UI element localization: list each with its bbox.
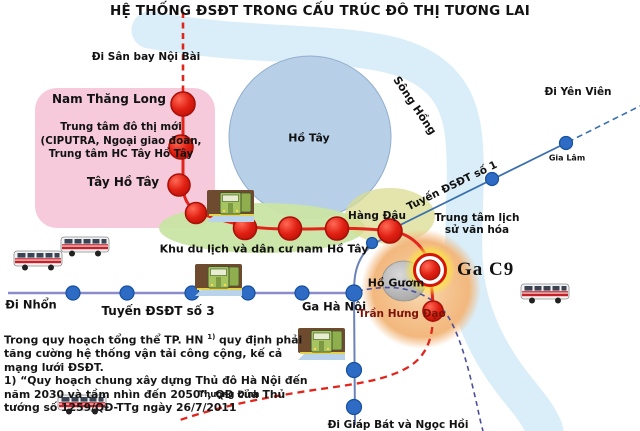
metro-line1-solid	[391, 142, 567, 230]
train-icon	[194, 263, 243, 297]
ho-tay-lake-label: Hồ Tây	[288, 131, 330, 145]
ho-guom-lake-label: Hồ Gươm	[367, 276, 425, 290]
metro-line2-dashed-thuong-dinh	[179, 314, 435, 422]
station-nam-thang-long-label: Nam Thăng Long	[52, 92, 166, 107]
bus-icon	[13, 250, 63, 271]
station-hang-dau-label: Hàng Đậu	[348, 209, 406, 222]
line3-label: Tuyến ĐSĐT số 3	[101, 304, 215, 319]
nam-thang-long-desc-line2: (CIPUTRA, Ngoại giao đoàn,	[40, 134, 202, 147]
planning-note-paragraph1: Trong quy hoạch tổng thể TP. HN 1) quy đ…	[4, 331, 314, 374]
bus-icon	[520, 283, 570, 304]
ga-c9-station	[413, 253, 447, 287]
blue-station-dots	[65, 135, 574, 416]
station-tay-ho-tay-label: Tây Hồ Tây	[86, 175, 160, 190]
nam-thang-long-description: Trung tâm đô thị mới (CIPUTRA, Ngoại gia…	[41, 121, 202, 162]
bus-icon	[60, 236, 110, 257]
metro-line1-dashed-north	[567, 105, 640, 143]
red-station-dots	[167, 91, 444, 322]
station-ga-c9-label: Ga C9	[457, 259, 515, 280]
nam-thang-long-desc-line3: Trung tâm HC Tây Hồ Tây	[48, 147, 194, 160]
south-ho-tay-area-label: Khu du lịch và dân cư nam Hồ Tây	[159, 242, 369, 256]
nam-thang-long-desc-line1: Trung tâm đô thị mới	[60, 120, 182, 133]
planning-note-paragraph2: 1) “Quy hoạch chung xây dựng Thủ đô Hà N…	[4, 374, 308, 415]
direction-nhon-label: Đi Nhổn	[5, 297, 57, 312]
station-tran-hung-dao-label: Trần Hưng Đạo	[358, 307, 446, 320]
planned-line-dashed	[357, 286, 484, 431]
historic-centre-label: Trung tâm lịch sử văn hóa	[435, 212, 520, 236]
note-superscript: 1)	[207, 333, 216, 341]
direction-noi-bai-label: Đi Sân bay Nội Bài	[91, 50, 201, 63]
historic-centre-label-line2: sử văn hóa	[444, 224, 510, 236]
note-part2: quy định phải tăng cường hệ thống vận tả…	[4, 333, 303, 374]
train-icon	[206, 189, 255, 223]
planning-note: Trong quy hoạch tổng thể TP. HN 1) quy đ…	[4, 331, 314, 415]
note-part1: Trong quy hoạch tổng thể TP. HN	[4, 333, 208, 347]
station-ga-ha-noi-label: Ga Hà Nội	[301, 299, 367, 314]
station-gia-lam-label: Gia Lâm	[548, 153, 586, 163]
station-thuong-dinh-label: Thượng Đình	[198, 390, 260, 401]
direction-giap-bat-label: Đi Giáp Bát và Ngọc Hồi	[327, 418, 469, 431]
red-river-band	[131, 11, 564, 431]
page-title: HỆ THỐNG ĐSĐT TRONG CẤU TRÚC ĐÔ THỊ TƯƠN…	[109, 3, 531, 19]
direction-yen-vien-label: Đi Yên Viên	[544, 85, 612, 98]
historic-centre-label-line1: Trung tâm lịch	[434, 211, 520, 224]
nam-thang-long-area	[35, 88, 215, 228]
